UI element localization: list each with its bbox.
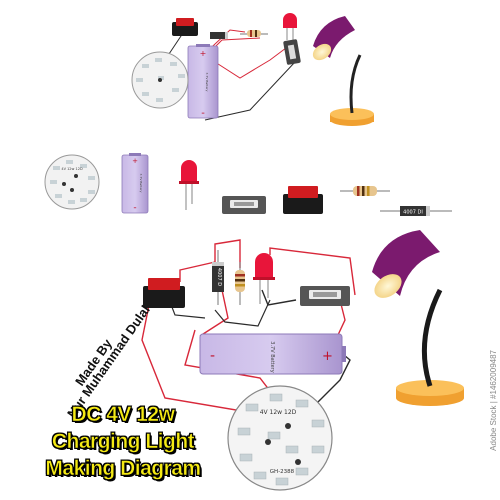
main-diagram: 4007 D - + 3.7V B bbox=[141, 230, 464, 491]
component-led-board-label: 4V 12w 12D bbox=[61, 167, 83, 171]
main-board-code: GH-2388 bbox=[270, 469, 295, 475]
top-usb-module bbox=[283, 39, 301, 65]
component-usb-module bbox=[222, 196, 266, 214]
wire-black-led bbox=[261, 289, 297, 306]
main-battery-minus: - bbox=[210, 348, 215, 364]
component-led bbox=[179, 160, 199, 210]
component-battery: + - 3.7V Battery bbox=[121, 153, 149, 214]
top-desk-lamp bbox=[312, 16, 374, 126]
top-battery-plus: + bbox=[200, 49, 207, 58]
main-desk-lamp bbox=[372, 230, 464, 406]
wire-diode-to-resistor bbox=[199, 289, 229, 337]
top-diode bbox=[210, 32, 228, 39]
title-line-1: DC 4V 12w bbox=[71, 403, 175, 427]
wire-black-board bbox=[214, 299, 271, 327]
wire-led-to-usb bbox=[269, 247, 356, 296]
component-battery-minus: - bbox=[133, 203, 136, 213]
top-wire-red-2 bbox=[214, 44, 291, 79]
main-diode-label: 4007 D bbox=[216, 268, 222, 286]
main-resistor bbox=[235, 262, 245, 305]
stock-id: Adobe Stock | #1462009487 bbox=[489, 350, 498, 451]
top-battery: + - 3.7V Battery bbox=[187, 44, 219, 119]
main-led-board-label: 4V 12w 12D bbox=[260, 409, 297, 416]
main-rocker-switch bbox=[143, 278, 185, 308]
component-diode: 4007 DI bbox=[380, 206, 452, 216]
top-resistor bbox=[240, 30, 268, 37]
top-rocker-switch bbox=[172, 18, 198, 36]
component-diode-label: 4007 DI bbox=[403, 210, 423, 216]
main-led bbox=[253, 253, 275, 304]
component-resistor bbox=[340, 186, 390, 196]
component-battery-plus: + bbox=[132, 157, 138, 165]
component-rocker-switch bbox=[283, 186, 323, 214]
main-battery: - + 3.7V Battery bbox=[199, 333, 346, 375]
component-led-board: 4V 12w 12D bbox=[44, 154, 100, 210]
top-battery-minus: - bbox=[201, 108, 205, 119]
top-battery-label: 3.7V Battery bbox=[205, 73, 209, 92]
wire-switch-to-diode bbox=[179, 239, 241, 282]
top-led bbox=[283, 13, 297, 40]
title-line-2: Charging Light bbox=[51, 430, 195, 454]
top-diagram: + - 3.7V Battery bbox=[131, 13, 374, 126]
main-battery-plus: + bbox=[322, 349, 333, 364]
top-wire-black-2 bbox=[204, 61, 296, 121]
top-led-board bbox=[131, 51, 189, 109]
main-usb-module bbox=[300, 286, 350, 306]
main-battery-label: 3.7V Battery bbox=[269, 341, 275, 373]
main-led-board: 4V 12w 12D GH-2388 bbox=[227, 385, 333, 491]
main-diode: 4007 D bbox=[212, 250, 224, 305]
component-battery-label: 3.7V Battery bbox=[139, 174, 143, 193]
components-row: 4V 12w 12D + - 3.7V Battery bbox=[44, 153, 452, 216]
title-line-3: Making Diagram bbox=[45, 457, 201, 481]
